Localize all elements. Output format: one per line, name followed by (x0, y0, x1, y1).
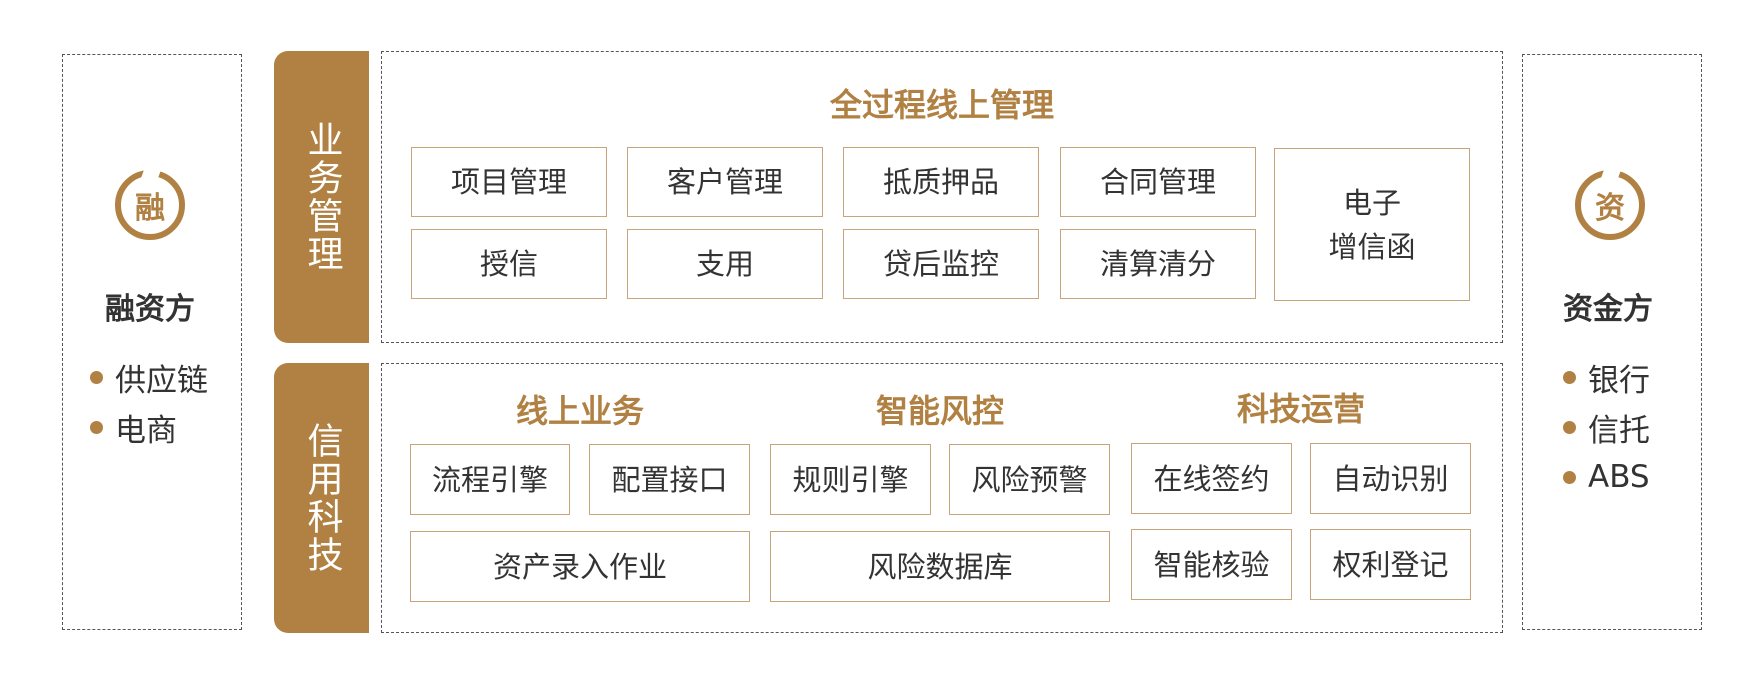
business-management-title: 全过程线上管理 (829, 86, 1054, 124)
item-box: 配置接口 (589, 444, 750, 515)
item-box: 风险预警 (949, 444, 1110, 515)
item-box: 智能核验 (1131, 529, 1292, 600)
list-item-label: 信托 (1588, 412, 1650, 449)
list-item: 供应链 (90, 352, 208, 402)
credit-tech-label: 信用科技 (301, 422, 343, 574)
funding-icon-char: 资 (1595, 191, 1625, 226)
item-box: 合同管理 (1060, 147, 1256, 217)
business-management-panel (381, 51, 1503, 343)
item-box: 规则引擎 (770, 444, 931, 515)
list-item-label: 银行 (1588, 362, 1650, 399)
list-item: 电商 (90, 402, 208, 452)
financing-party-list: 供应链 电商 (90, 352, 208, 452)
e-guarantee-box: 电子 增信函 (1274, 148, 1470, 301)
list-item: 信托 (1563, 402, 1650, 452)
list-item-label: ABS (1588, 459, 1650, 495)
financing-icon: 融 (115, 170, 185, 240)
financing-party-title: 融资方 (105, 292, 195, 327)
business-management-label: 业务管理 (301, 121, 343, 273)
item-box: 资产录入作业 (410, 531, 750, 602)
funding-party-list: 银行 信托 ABS (1563, 352, 1650, 502)
item-box: 权利登记 (1310, 529, 1471, 600)
list-item: ABS (1563, 452, 1650, 502)
bullet-dot (1563, 470, 1576, 484)
group-title-online-business: 线上业务 (515, 392, 644, 430)
item-box: 风险数据库 (770, 531, 1110, 602)
item-box: 贷后监控 (843, 229, 1039, 299)
credit-tech-panel (381, 363, 1503, 633)
e-guarantee-line-2: 增信函 (1328, 229, 1416, 264)
bullet-dot (1563, 370, 1576, 384)
item-box: 清算清分 (1060, 229, 1256, 299)
item-box: 支用 (627, 229, 823, 299)
item-box: 在线签约 (1131, 443, 1292, 514)
group-title-smart-risk: 智能风控 (875, 392, 1004, 430)
item-box: 项目管理 (411, 147, 607, 217)
bullet-dot (1563, 420, 1576, 434)
bullet-dot (90, 370, 103, 384)
item-box: 流程引擎 (410, 444, 570, 515)
item-box: 自动识别 (1310, 443, 1471, 514)
list-item: 银行 (1563, 352, 1650, 402)
business-management-bar: 业务管理 (274, 51, 369, 343)
group-title-tech-ops: 科技运营 (1236, 390, 1365, 428)
funding-party-title: 资金方 (1563, 292, 1653, 327)
funding-icon: 资 (1575, 170, 1645, 240)
list-item-label: 电商 (115, 412, 177, 449)
item-box: 客户管理 (627, 147, 823, 217)
list-item-label: 供应链 (115, 362, 208, 399)
funding-party-panel (1522, 54, 1702, 630)
item-box: 授信 (411, 229, 607, 299)
item-box: 抵质押品 (843, 147, 1039, 217)
financing-party-panel (62, 54, 242, 630)
financing-icon-char: 融 (135, 191, 165, 226)
e-guarantee-line-1: 电子 (1342, 185, 1401, 220)
credit-tech-bar: 信用科技 (274, 363, 369, 633)
bullet-dot (90, 420, 103, 434)
